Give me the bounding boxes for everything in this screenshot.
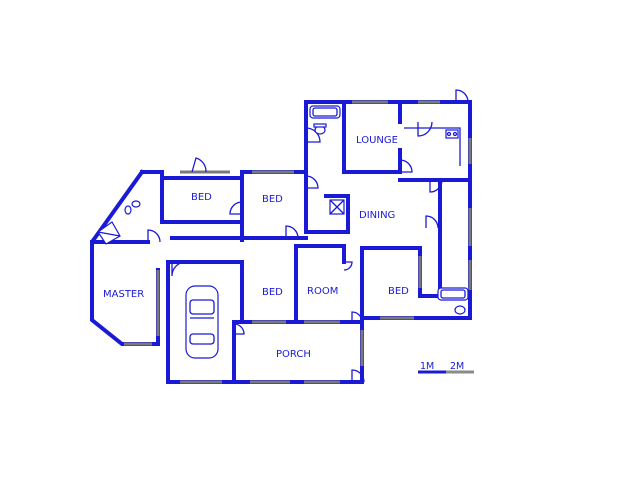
toilet-top bbox=[313, 123, 327, 135]
bathtub-top bbox=[309, 105, 341, 119]
scale-label-1m: 1M bbox=[420, 361, 434, 372]
car-icon bbox=[185, 285, 219, 359]
room-label-bed-mid: BED bbox=[262, 287, 283, 298]
scale-label-2m: 2M bbox=[450, 361, 464, 372]
master-ensuite bbox=[97, 200, 141, 245]
scale-bar: 1M 2M bbox=[418, 361, 474, 374]
room-label-master: MASTER bbox=[103, 289, 144, 300]
shower-center bbox=[329, 199, 345, 215]
room-label-room: ROOM bbox=[307, 286, 338, 297]
room-label-bed-right: BED bbox=[388, 286, 409, 297]
room-label-bed-top-mid: BED bbox=[262, 194, 283, 205]
room-label-bed-top-left: BED bbox=[191, 192, 212, 203]
interior-walls bbox=[90, 100, 472, 324]
room-label-lounge: LOUNGE bbox=[356, 135, 398, 146]
room-label-dining: DINING bbox=[359, 210, 395, 221]
bathtub-right bbox=[437, 287, 469, 315]
doors bbox=[147, 89, 469, 383]
room-label-porch: PORCH bbox=[276, 349, 311, 360]
kitchen-counter bbox=[404, 127, 461, 166]
windows bbox=[124, 100, 472, 384]
